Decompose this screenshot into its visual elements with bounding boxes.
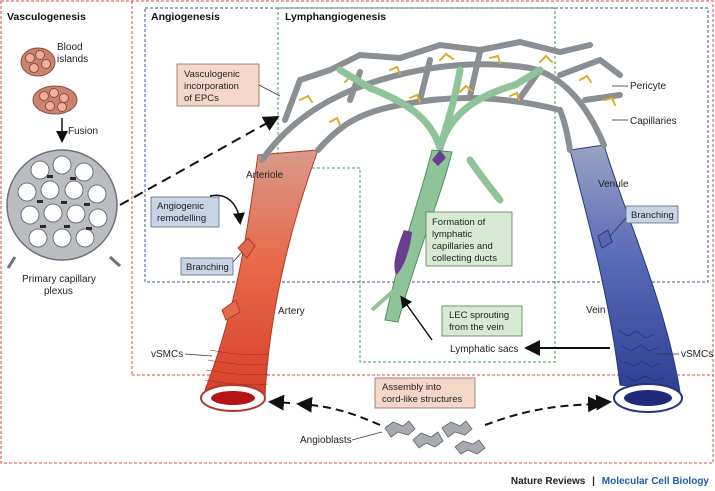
cord-assembly-box: Assembly into cord-like structures	[374, 377, 476, 409]
angioblasts-leader	[351, 431, 383, 441]
lec-sprouting-arrow	[400, 295, 433, 341]
svg-text:Branching: Branching	[186, 262, 229, 273]
angioblasts-cluster	[384, 420, 486, 455]
epcs-leader	[258, 84, 281, 97]
lymphatic-sacs-label: Lymphatic sacs	[450, 344, 519, 355]
artery-lower-stub	[221, 299, 241, 321]
pericyte-label: Pericyte	[630, 81, 667, 92]
lymphatic-sprout	[370, 283, 402, 312]
vein-arrow-tip	[587, 394, 612, 411]
credit-subject: Molecular Cell Biology	[602, 476, 710, 487]
blood-islands-label-1: Blood	[57, 42, 83, 53]
vasculogenic-epcs-box: Vasculogenic incorporation of EPCs	[176, 63, 260, 107]
artery-lumen	[211, 391, 255, 405]
vasculogenesis-frame	[0, 0, 714, 464]
journal-credit: Nature Reviews | Molecular Cell Biology	[511, 476, 710, 487]
credit-journal: Nature Reviews	[511, 476, 586, 487]
vein-label: Vein	[586, 305, 605, 316]
vasculogenesis-to-capillaries-arrow	[119, 116, 280, 206]
branching-left-box: Branching	[180, 257, 234, 276]
lec-sprouting-box: LEC sprouting from the vein	[441, 305, 523, 337]
plexus-sprout-right	[108, 255, 122, 268]
svg-text:Branching: Branching	[631, 210, 674, 221]
svg-text:lymphatic: lymphatic	[432, 229, 472, 240]
collecting-duct	[384, 149, 453, 323]
blood-islands-label-2: islands	[57, 54, 88, 65]
blood-island-upper	[20, 47, 56, 77]
svg-text:incorporation: incorporation	[184, 81, 239, 92]
svg-text:Formation of: Formation of	[432, 217, 486, 228]
angioblasts-to-vein-arrow	[484, 396, 604, 426]
svg-text:cord-like structures: cord-like structures	[382, 394, 462, 405]
vsmcs-right-label: vSMCs	[681, 349, 713, 360]
arteriole-label: Arteriole	[246, 170, 284, 181]
svg-text:Assembly into: Assembly into	[382, 382, 441, 393]
svg-text:LEC sprouting: LEC sprouting	[449, 310, 509, 321]
remodelling-arrow	[209, 194, 245, 225]
svg-text:capillaries and: capillaries and	[432, 241, 493, 252]
blood-island-lower	[32, 85, 78, 115]
lymphangiogenesis-title: Lymphangiogenesis	[285, 11, 386, 23]
angiogenesis-title: Angiogenesis	[151, 11, 220, 23]
svg-text:collecting ducts: collecting ducts	[432, 253, 497, 264]
capillaries-label: Capillaries	[630, 116, 677, 127]
angioblasts-label: Angioblasts	[300, 435, 352, 446]
svg-text:from the vein: from the vein	[449, 322, 504, 333]
vein-lumen	[624, 390, 672, 406]
svg-text:Angiogenic: Angiogenic	[157, 201, 204, 212]
primary-plexus-label-1: Primary capillary	[22, 274, 96, 285]
lec-cell	[394, 230, 412, 275]
credit-separator: |	[592, 476, 595, 487]
venule-label: Venule	[598, 179, 629, 190]
branching-left-leader	[232, 251, 243, 263]
svg-text:remodelling: remodelling	[157, 213, 206, 224]
branching-right-box: Branching	[625, 205, 679, 224]
lymphatic-formation-box: Formation of lymphatic capillaries and c…	[425, 211, 513, 267]
artery-arrow-tip	[268, 394, 291, 411]
pericytes	[299, 52, 616, 126]
primary-plexus-label-2: plexus	[44, 286, 73, 297]
fusion-label: Fusion	[68, 126, 98, 137]
vsmcs-left-leader	[184, 353, 213, 357]
vsmcs-left-label: vSMCs	[151, 349, 183, 360]
angioblasts-to-artery-arrow	[296, 396, 381, 426]
artery-branch-stub	[237, 237, 256, 259]
vein-vsmc-lines	[617, 329, 665, 382]
angiogenic-remodelling-box: Angiogenic remodelling	[150, 196, 220, 228]
svg-text:Vasculogenic: Vasculogenic	[184, 69, 240, 80]
artery-label: Artery	[278, 306, 305, 317]
angiogenesis-frame	[144, 7, 709, 283]
lymphatic-valve-upper	[432, 150, 446, 166]
vein-branch-stub	[597, 229, 613, 249]
plexus-sprout-left	[6, 256, 17, 269]
branching-right-leader	[609, 217, 627, 237]
vasculogenesis-title: Vasculogenesis	[7, 11, 86, 23]
lymphatic-side-branch	[466, 156, 504, 204]
primary-capillary-plexus	[6, 149, 118, 261]
lymphatic-capillaries	[336, 66, 544, 152]
svg-text:of EPCs: of EPCs	[184, 93, 219, 104]
